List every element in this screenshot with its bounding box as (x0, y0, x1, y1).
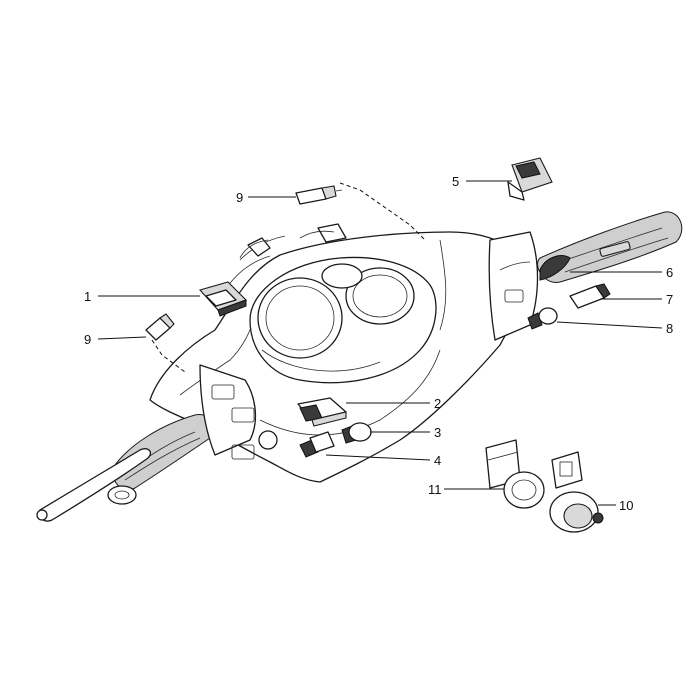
leader-lines (97, 180, 663, 506)
leader-8 (556, 321, 663, 329)
leader-9b (97, 336, 147, 340)
left-switch-housing (199, 364, 278, 460)
callout-9-lower: 9 (84, 332, 91, 347)
callout-4: 4 (434, 453, 441, 468)
callout-5: 5 (452, 174, 459, 189)
callout-11: 11 (428, 482, 442, 497)
right-switch-housing (488, 231, 539, 341)
part-4-switch (299, 431, 335, 458)
left-handlebar-grip (107, 414, 214, 505)
callout-8: 8 (666, 321, 673, 336)
leader-4 (325, 454, 431, 461)
part-9-bulb-holder-upper (295, 185, 343, 205)
brake-lever (36, 448, 152, 522)
dashed-reference-line-upper (339, 182, 426, 241)
part-8-switch (527, 307, 558, 330)
part-10-ignition-lock (549, 451, 604, 533)
callout-labels: 1 2 3 4 5 6 7 8 9 9 10 11 (84, 174, 673, 513)
dashed-reference-line-lower (151, 339, 186, 373)
part-1-switch (199, 281, 248, 317)
part-5-switch (507, 157, 553, 201)
callout-3: 3 (434, 425, 441, 440)
part-9-bulb-holder-lower (145, 313, 175, 341)
callout-2: 2 (434, 396, 441, 411)
callout-1: 1 (84, 289, 91, 304)
callout-7: 7 (666, 292, 673, 307)
part-11-ignition-cover (485, 439, 545, 509)
callout-6: 6 (666, 265, 673, 280)
callout-9-upper: 9 (236, 190, 243, 205)
part-3-switch-knob (341, 422, 372, 444)
right-handlebar-grip (537, 211, 683, 283)
part-2-switch (297, 397, 347, 427)
part-7-switch (569, 283, 611, 309)
part-6-switch-cap (539, 255, 571, 281)
callout-10: 10 (619, 498, 633, 513)
instrument-cluster (249, 256, 437, 384)
